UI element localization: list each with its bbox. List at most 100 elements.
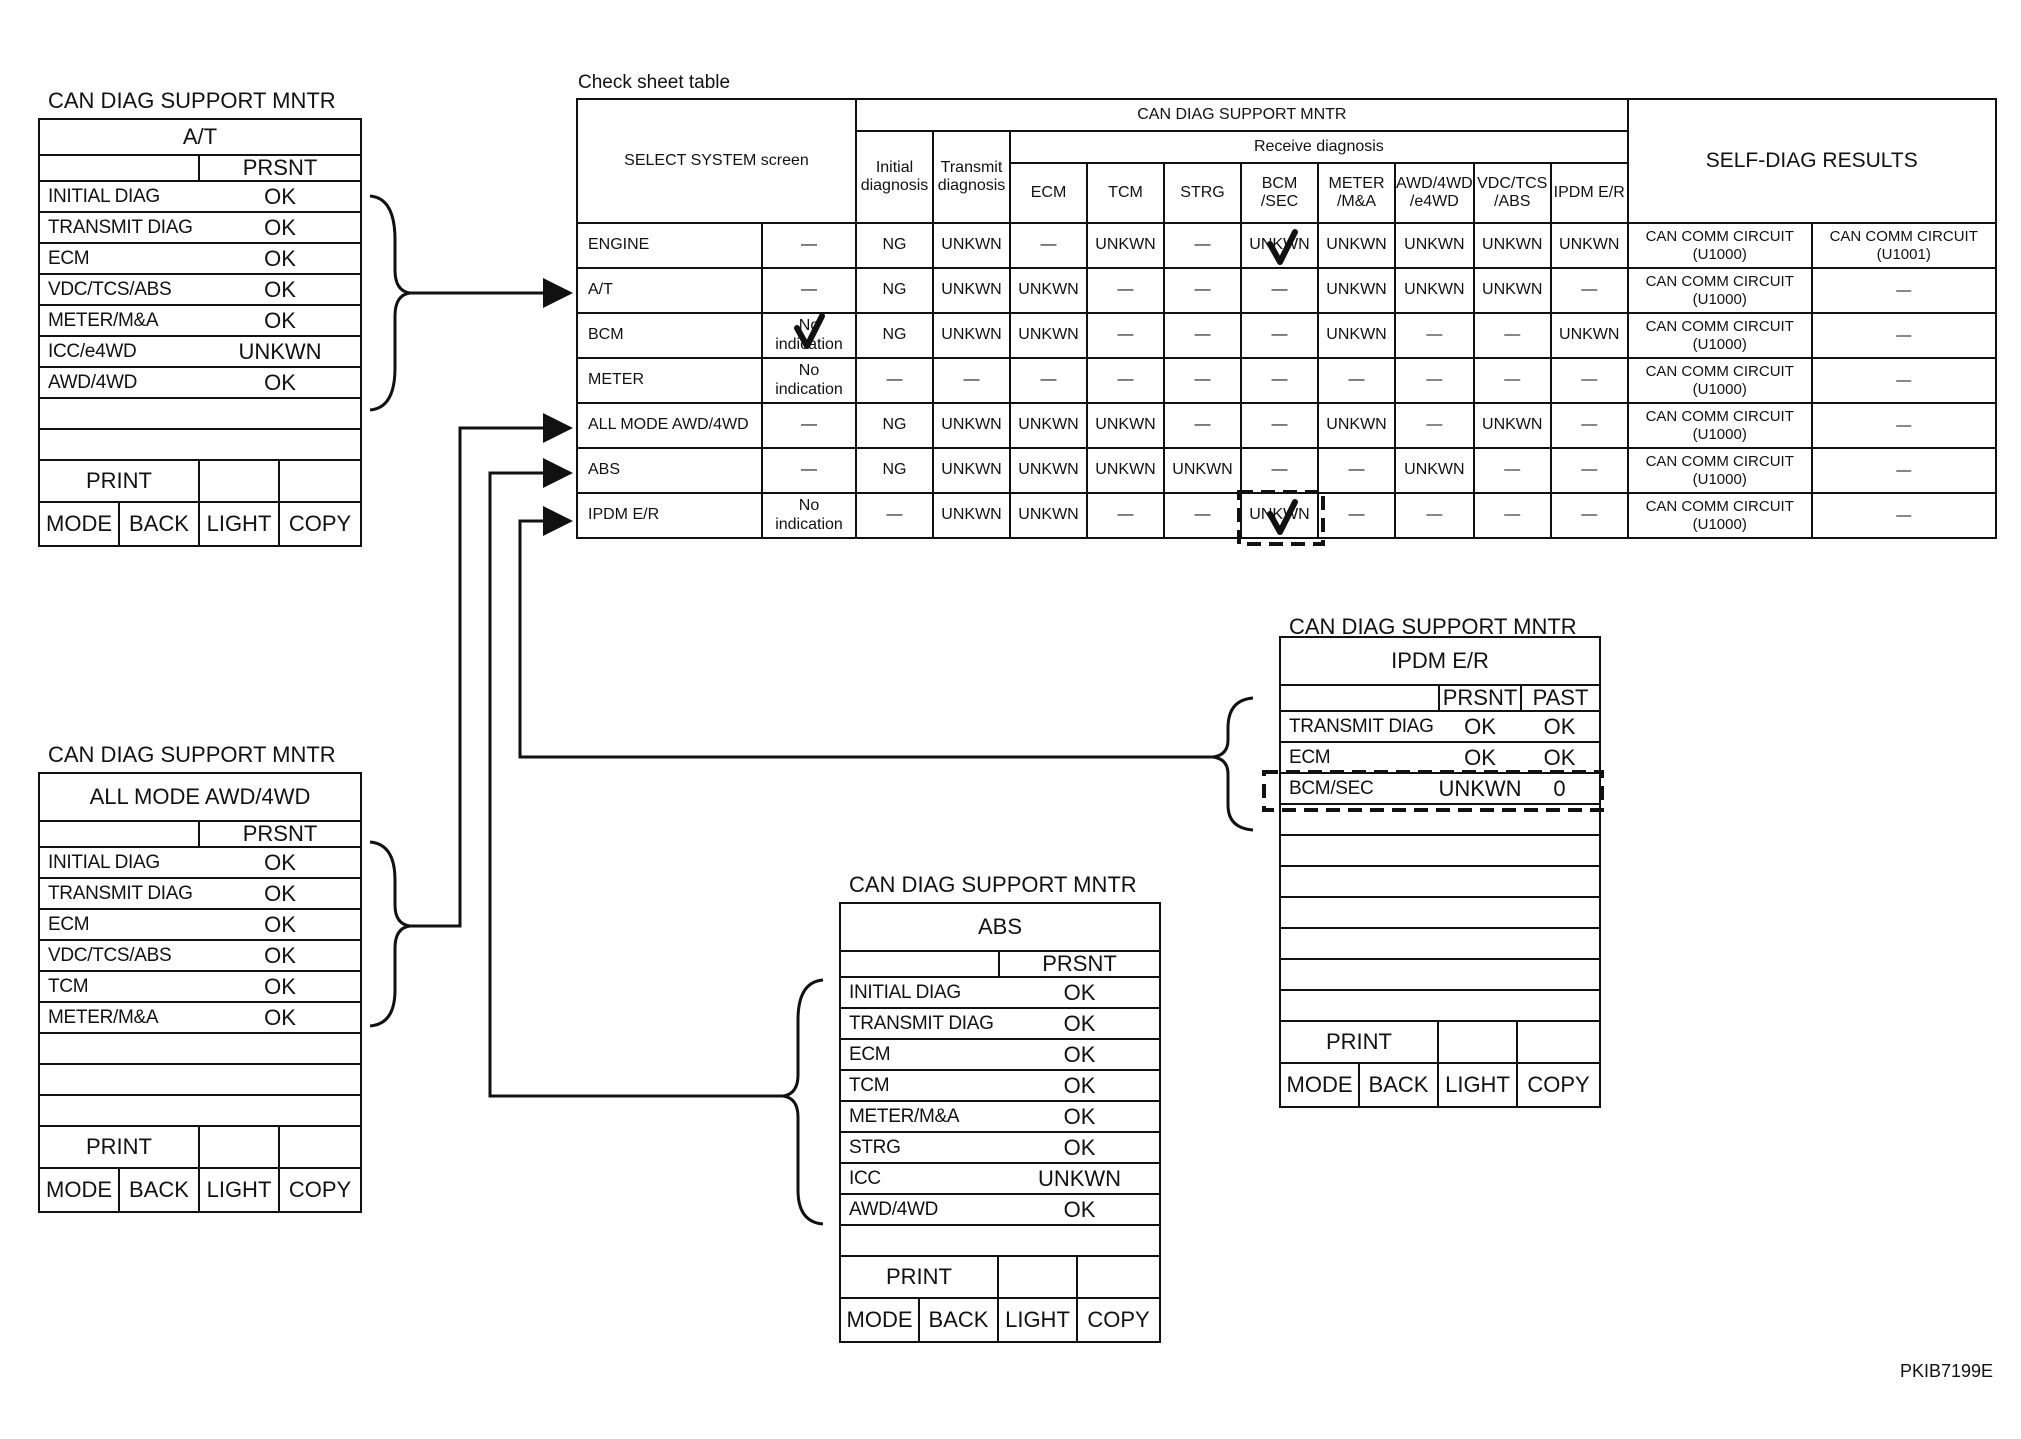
item-name: VDC/TCS/ABS	[48, 944, 172, 966]
copy-button[interactable]: COPY	[288, 511, 352, 536]
receive-col-ipdm-er: IPDM E/R	[1549, 162, 1629, 224]
panel-title: ALL MODE AWD/4WD	[89, 784, 311, 809]
note-cell: —	[761, 267, 857, 314]
print-button[interactable]: PRINT	[1281, 1022, 1439, 1062]
print-button[interactable]: PRINT	[40, 1127, 200, 1167]
receive-cell-awd-4wd: UNKWN	[1394, 267, 1475, 314]
list-item: STRG OK	[841, 1133, 1159, 1164]
system-name-cell: ABS	[576, 447, 763, 494]
item-value: OK	[264, 942, 296, 968]
item-name: AWD/4WD	[849, 1198, 939, 1220]
copy-button[interactable]: COPY	[288, 1177, 352, 1202]
item-name: TRANSMIT DIAG	[48, 882, 193, 904]
receive-cell-ecm: UNKWN	[1009, 402, 1088, 449]
print-button[interactable]: PRINT	[841, 1257, 999, 1297]
item-value: 0	[1553, 775, 1566, 801]
receive-cell-tcm: —	[1086, 312, 1165, 359]
receive-cell-bcm-sec: —	[1240, 447, 1319, 494]
column-header: PRSNT	[1442, 685, 1518, 710]
receive-cell-ecm: UNKWN	[1009, 447, 1088, 494]
copy-button[interactable]: COPY	[1527, 1072, 1590, 1097]
item-name: BCM/SEC	[1289, 777, 1374, 799]
system-name-cell: IPDM E/R	[576, 492, 763, 539]
item-name: STRG	[849, 1136, 901, 1158]
light-button[interactable]: LIGHT	[200, 503, 280, 545]
panel-caption-at: CAN DIAG SUPPORT MNTR	[48, 88, 336, 113]
item-value: OK	[264, 973, 296, 999]
print-button[interactable]: PRINT	[40, 461, 200, 501]
empty-row	[40, 1034, 360, 1065]
mode-button[interactable]: MODE	[1281, 1064, 1360, 1106]
back-button[interactable]: BACK	[920, 1299, 999, 1341]
check-bcm-note	[794, 313, 825, 349]
system-name-cell: ENGINE	[576, 222, 763, 269]
transmit-diag-cell: —	[932, 357, 1011, 404]
light-button[interactable]: LIGHT	[1439, 1064, 1518, 1106]
item-value: OK	[264, 849, 296, 875]
system-name-cell: BCM	[576, 312, 763, 359]
empty-row	[1281, 898, 1599, 929]
column-header: PRSNT	[1042, 951, 1117, 976]
self-diag-result-cell: CAN COMM CIRCUIT (U1000)	[1626, 267, 1813, 314]
receive-cell-awd-4wd: UNKWN	[1394, 222, 1475, 269]
receive-cell-bcm-sec: —	[1240, 312, 1319, 359]
item-name: METER/M&A	[849, 1105, 960, 1127]
self-diag-result-cell: —	[1810, 447, 1997, 494]
mode-button[interactable]: MODE	[40, 503, 120, 545]
panel-title: IPDM E/R	[1391, 648, 1489, 673]
brace-at	[369, 194, 411, 412]
self-diag-result-cell: CAN COMM CIRCUIT (U1001)	[1810, 222, 1997, 269]
panel-title: A/T	[182, 124, 218, 149]
light-button[interactable]: LIGHT	[200, 1169, 280, 1211]
receive-cell-strg: —	[1163, 492, 1242, 539]
light-button[interactable]: LIGHT	[999, 1299, 1078, 1341]
item-name: TRANSMIT DIAG	[849, 1012, 994, 1034]
header-spacer	[40, 822, 200, 846]
transmit-diag-cell: UNKWN	[932, 447, 1011, 494]
back-button[interactable]: BACK	[120, 1169, 200, 1211]
can-diag-group-header: CAN DIAG SUPPORT MNTR	[855, 98, 1629, 132]
header-spacer	[841, 952, 1000, 976]
receive-cell-vdc-tcs-abs: UNKWN	[1472, 222, 1552, 269]
brace-abs	[782, 978, 824, 1226]
item-value: OK	[1063, 1010, 1096, 1036]
item-name: TCM	[849, 1074, 890, 1096]
back-button[interactable]: BACK	[1360, 1064, 1439, 1106]
receive-cell-vdc-tcs-abs: —	[1472, 492, 1552, 539]
transmit-diag-cell: UNKWN	[932, 267, 1011, 314]
highlight-ipdm-bcm-cell	[1237, 490, 1325, 546]
self-diag-result-cell: CAN COMM CIRCUIT (U1000)	[1626, 447, 1813, 494]
item-name: TCM	[48, 975, 89, 997]
initial-diag-cell: NG	[855, 267, 934, 314]
empty-row	[40, 399, 360, 430]
receive-col-awd-4wd: AWD/4WD /e4WD	[1394, 162, 1475, 224]
self-diag-result-cell: —	[1810, 312, 1997, 359]
initial-diag-cell: NG	[855, 222, 934, 269]
mode-button[interactable]: MODE	[841, 1299, 920, 1341]
empty-row	[1281, 867, 1599, 898]
item-value: OK	[1063, 1134, 1096, 1160]
item-name: ICC/e4WD	[48, 340, 137, 362]
blank-soft-key	[1439, 1022, 1518, 1062]
initial-diag-cell: NG	[855, 312, 934, 359]
back-button[interactable]: BACK	[120, 503, 200, 545]
mode-button[interactable]: MODE	[40, 1169, 120, 1211]
list-item: TCM OK	[40, 972, 360, 1003]
receive-cell-ecm: UNKWN	[1009, 492, 1088, 539]
header-spacer	[40, 156, 200, 180]
transmit-diag-header: Transmit diagnosis	[932, 130, 1011, 224]
item-value: OK	[1543, 713, 1576, 739]
copy-button[interactable]: COPY	[1087, 1307, 1150, 1332]
